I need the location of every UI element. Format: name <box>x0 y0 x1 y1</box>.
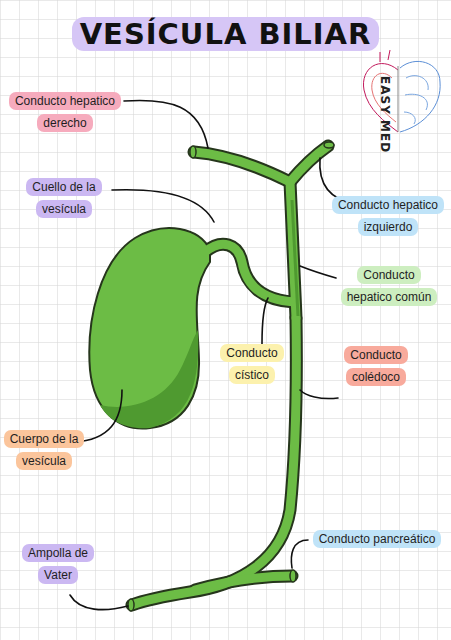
part-label: Conducto hepatico común <box>341 266 438 306</box>
label-box: Conducto hepatico izquierdo <box>329 194 447 238</box>
label-box: Cuello de la vesícula <box>12 176 116 220</box>
part-label: Ampolla de Vater <box>22 544 94 584</box>
label-box: Conducto colédoco <box>334 344 418 388</box>
gallbladder <box>89 228 210 428</box>
part-label: Conducto cístico <box>220 344 283 384</box>
part-label: Cuerpo de la vesícula <box>4 430 85 470</box>
part-label: Conducto pancreático <box>313 530 442 548</box>
label-box: Conducto cístico <box>212 342 292 386</box>
duct-ends <box>128 142 334 611</box>
label-box: Cuerpo de la vesícula <box>2 428 86 472</box>
title: VESÍCULA BILIAR <box>0 14 451 54</box>
duct <box>132 146 328 605</box>
logo <box>363 50 440 132</box>
watermark: EASY MED <box>378 76 392 153</box>
duct-shade <box>292 200 298 316</box>
label-box: Conducto pancreático <box>307 528 447 550</box>
part-label: Conducto hepatico derecho <box>9 92 121 132</box>
label-box: Conducto hepatico común <box>336 264 442 308</box>
label-box: Conducto hepatico derecho <box>4 90 126 134</box>
gallbladder-shade <box>100 330 198 428</box>
part-label: Cuello de la vesícula <box>26 178 101 218</box>
label-box: Ampolla de Vater <box>16 542 100 586</box>
title-text: VESÍCULA BILIAR <box>72 17 380 51</box>
part-label: Conducto colédoco <box>344 346 407 386</box>
part-label: Conducto hepatico izquierdo <box>332 196 444 236</box>
